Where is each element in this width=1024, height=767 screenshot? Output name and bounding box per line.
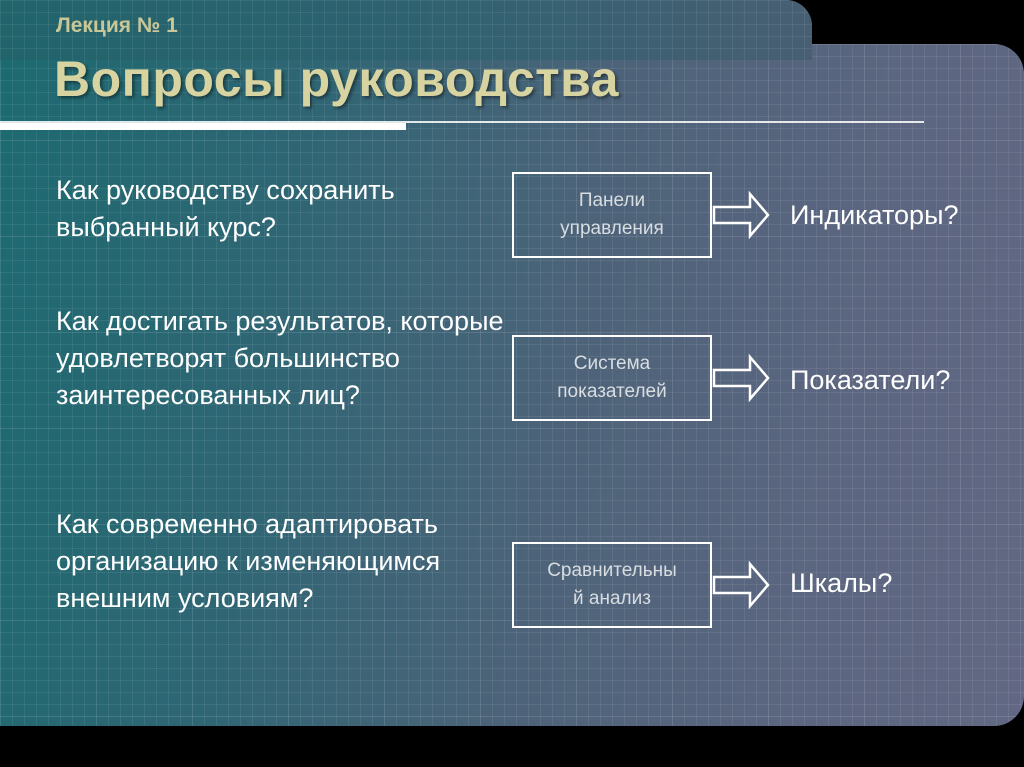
box-1-line-1: Панели xyxy=(578,190,646,211)
question-1: Как руководству сохранить выбранный курс… xyxy=(56,175,395,242)
lecture-number: Лекция № 1 xyxy=(56,14,178,37)
answer-2: Показатели? xyxy=(790,365,951,395)
arrow-right-icon xyxy=(712,353,770,403)
box-3-line-2: й анализ xyxy=(573,588,651,609)
slide-title: Вопросы руководства xyxy=(54,51,619,107)
box-1-line-2: управления xyxy=(560,218,664,239)
box-2-line-2: показателей xyxy=(557,381,667,402)
arrow-right-icon xyxy=(712,190,770,240)
box-3-line-1: Сравнительны xyxy=(547,560,677,581)
box-1: Панели управления xyxy=(512,172,712,258)
box-2-line-1: Система xyxy=(573,353,651,374)
box-3: Сравнительны й анализ xyxy=(512,542,712,628)
question-2: Как достигать результатов, которые удовл… xyxy=(56,306,504,410)
box-2: Система показателей xyxy=(512,335,712,421)
header-tab xyxy=(0,0,812,60)
title-divider xyxy=(0,121,924,123)
answer-1: Индикаторы? xyxy=(790,200,959,230)
arrow-right-icon xyxy=(712,560,770,610)
title-accent-bar xyxy=(0,123,406,130)
question-3: Как современно адаптировать организацию … xyxy=(56,509,441,613)
answer-3: Шкалы? xyxy=(790,568,893,598)
